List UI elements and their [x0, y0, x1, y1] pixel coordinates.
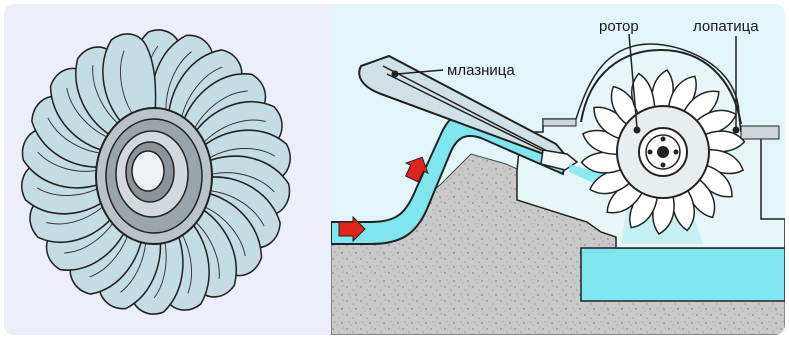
- pelton-wheel-3d-illustration: [4, 4, 331, 335]
- turbine-cross-section: млазница ротор лопатица: [331, 4, 785, 335]
- tailwater-basin: [581, 248, 785, 301]
- label-blade: лопатица: [693, 18, 759, 35]
- label-nozzle: млазница: [447, 62, 515, 79]
- runner-disk: [617, 106, 709, 198]
- turbine-section-panel: млазница ротор лопатица: [331, 4, 785, 335]
- pelton-wheel-panel: [4, 4, 331, 335]
- wheel-hub: [96, 108, 212, 244]
- label-rotor: ротор: [599, 18, 639, 35]
- figure-frame: млазница ротор лопатица: [4, 4, 785, 335]
